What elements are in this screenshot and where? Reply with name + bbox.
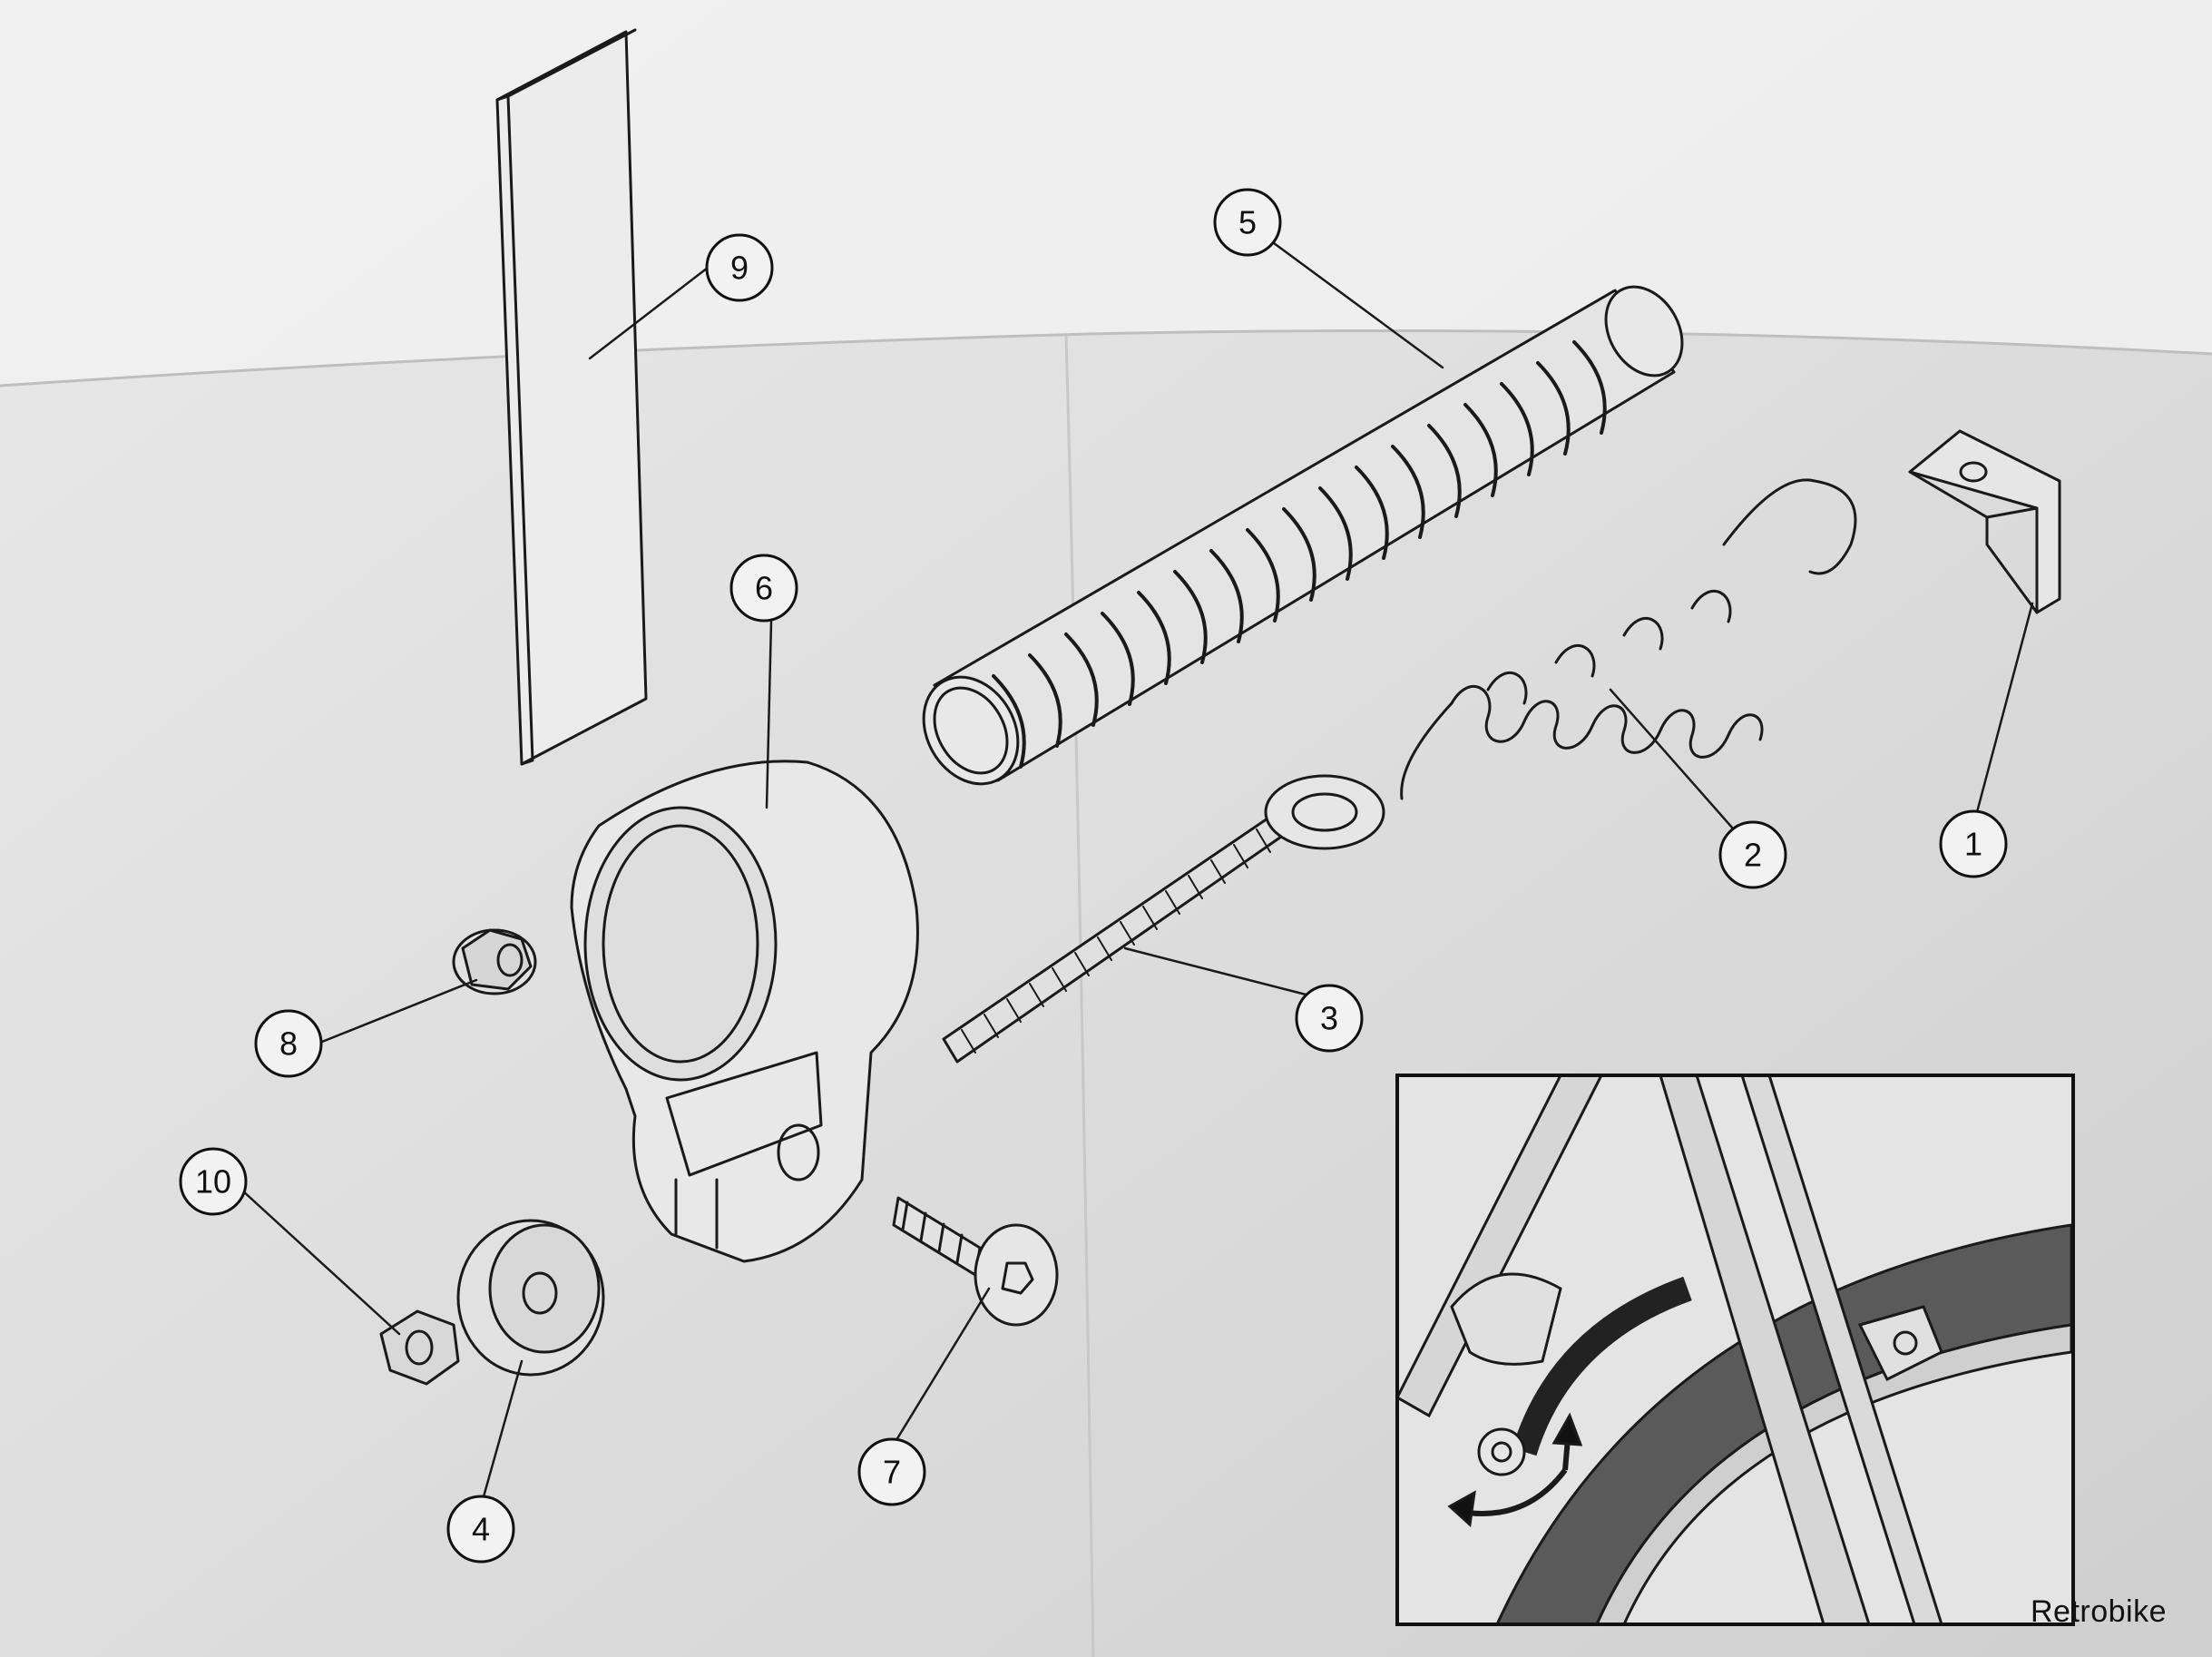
callout-10: 10 — [179, 1147, 248, 1216]
callout-1: 1 — [1939, 809, 2008, 878]
callout-5-label: 5 — [1238, 204, 1257, 241]
callout-6-label: 6 — [755, 570, 773, 607]
part-5-spring-sleeve — [922, 285, 1684, 786]
paper-crease-horizontal — [0, 328, 2212, 387]
paper-crease-vertical — [1064, 335, 1095, 1657]
part-10-flange-nut-small — [379, 1309, 460, 1386]
callout-4-label: 4 — [472, 1511, 490, 1548]
callout-9: 9 — [705, 233, 774, 302]
part-3-eye-bolt — [942, 774, 1385, 1064]
callout-8: 8 — [254, 1009, 323, 1078]
callout-2: 2 — [1718, 820, 1787, 889]
callout-8-label: 8 — [279, 1025, 298, 1063]
paper-fold-top — [0, 0, 2212, 386]
callout-leader-lines — [239, 239, 2034, 1508]
part-1-anchor-bracket — [1908, 429, 2061, 614]
watermark-text: Retrobike — [2030, 1594, 2167, 1629]
callout-3-label: 3 — [1320, 1000, 1338, 1037]
part-7-cap-screw — [892, 1196, 1059, 1327]
part-9-rubber-strip — [495, 28, 648, 766]
callout-9-label: 9 — [730, 250, 749, 287]
part-8-flange-nut — [452, 928, 537, 995]
inset-installation-view — [1395, 1074, 2075, 1626]
callout-2-label: 2 — [1744, 837, 1762, 874]
callout-5: 5 — [1213, 188, 1282, 257]
part-2-return-spring — [1400, 478, 1857, 800]
callout-labels: 9 5 6 2 1 3 8 10 4 7 — [179, 188, 2008, 1564]
callout-4: 4 — [446, 1495, 515, 1564]
callout-6: 6 — [729, 554, 798, 623]
callout-7-label: 7 — [883, 1454, 901, 1491]
callout-1-label: 1 — [1964, 826, 1982, 863]
callout-3: 3 — [1295, 984, 1364, 1053]
part-4-knurled-nut — [456, 1219, 605, 1377]
callout-10-label: 10 — [195, 1163, 231, 1201]
part-6-clamp — [570, 760, 919, 1263]
callout-7: 7 — [857, 1437, 926, 1506]
